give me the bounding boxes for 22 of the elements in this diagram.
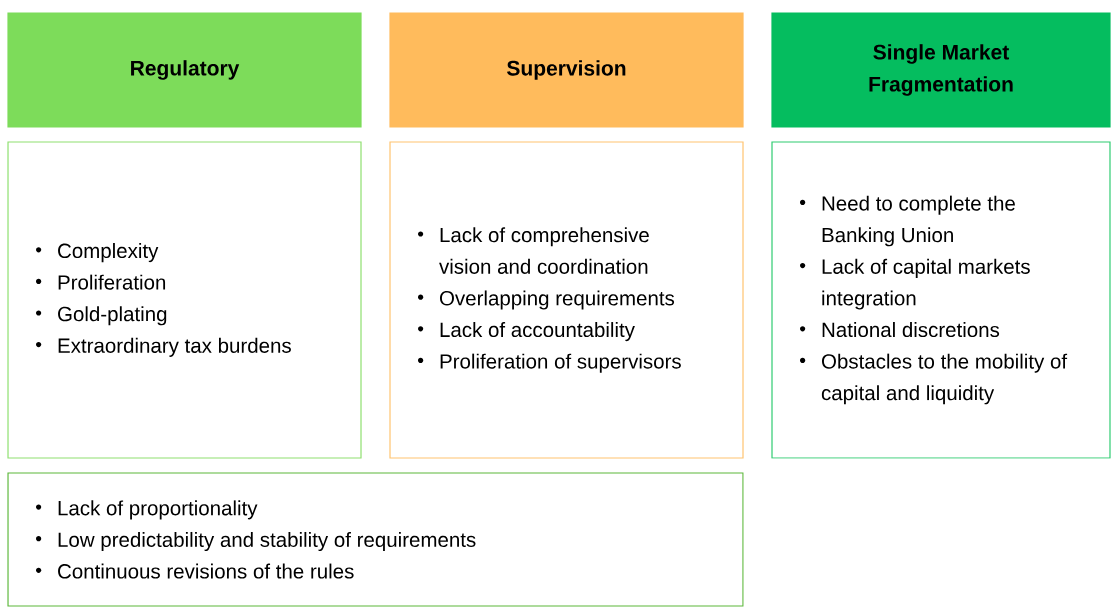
bullet-item: Continuous revisions of the rules: [36, 563, 354, 579]
bullet-item: Lack of comprehensive vision and coordination: [418, 227, 649, 274]
list-box: [771, 141, 1111, 459]
bullet-item: Proliferation of supervisors: [418, 353, 681, 373]
bullet-item: Lack of accountability: [418, 322, 635, 342]
header-box: Supervision: [389, 12, 744, 128]
bullet-item: Low predictability and stability of requirements: [36, 531, 476, 552]
bullet-item: Gold-plating: [36, 306, 167, 326]
bullet-item: Obstacles to the mobility of capital and liquidity: [800, 353, 1068, 405]
list-box: [7, 472, 744, 607]
bullet-item: Extraordinary tax burdens: [36, 337, 291, 357]
bullet-item: National discretions: [800, 322, 1000, 338]
bullet-item: Overlapping requirements: [418, 290, 675, 310]
bullet-item: Complexity: [36, 243, 159, 263]
bullet-item: Need to complete the Banking Union: [800, 195, 1015, 247]
list-box: [7, 141, 362, 459]
bullet-item: Lack of capital markets integration: [800, 258, 1030, 310]
bullet-item: Lack of proportionality: [36, 500, 258, 520]
bullet-item: Proliferation: [36, 274, 166, 290]
list-box: [389, 141, 744, 459]
header-box: Regulatory: [7, 12, 362, 128]
header-box: Single Market Fragmentation: [771, 12, 1111, 128]
